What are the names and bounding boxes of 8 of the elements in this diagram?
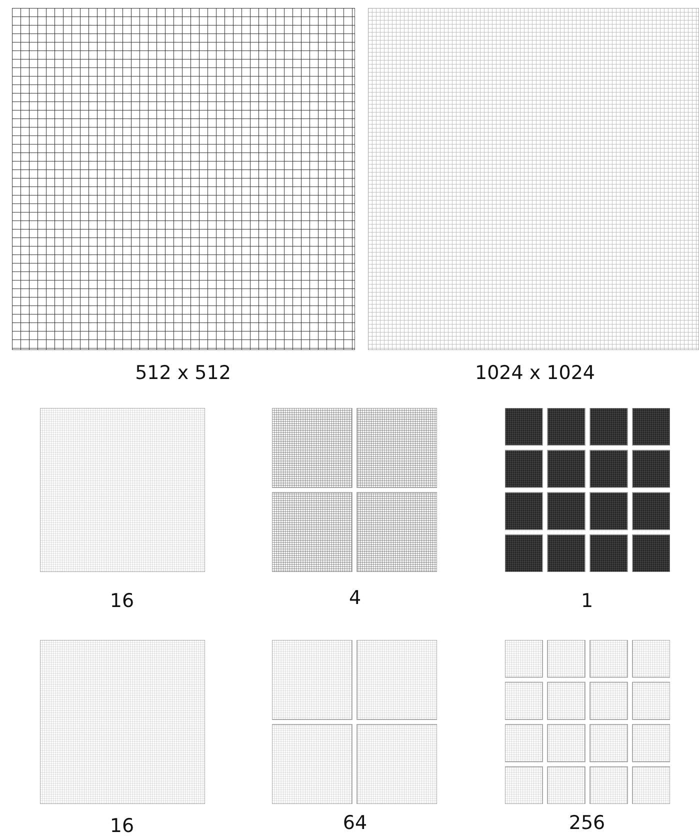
size-label: 256 (568, 812, 606, 834)
size-label: 1 (580, 590, 594, 612)
size-label: 16 (110, 815, 134, 837)
size-label: 512 x 512 (135, 362, 231, 384)
size-label: 64 (342, 812, 368, 834)
size-label: 1024 x 1024 (474, 362, 596, 384)
size-label: 16 (110, 590, 134, 612)
size-label: 4 (348, 587, 362, 609)
